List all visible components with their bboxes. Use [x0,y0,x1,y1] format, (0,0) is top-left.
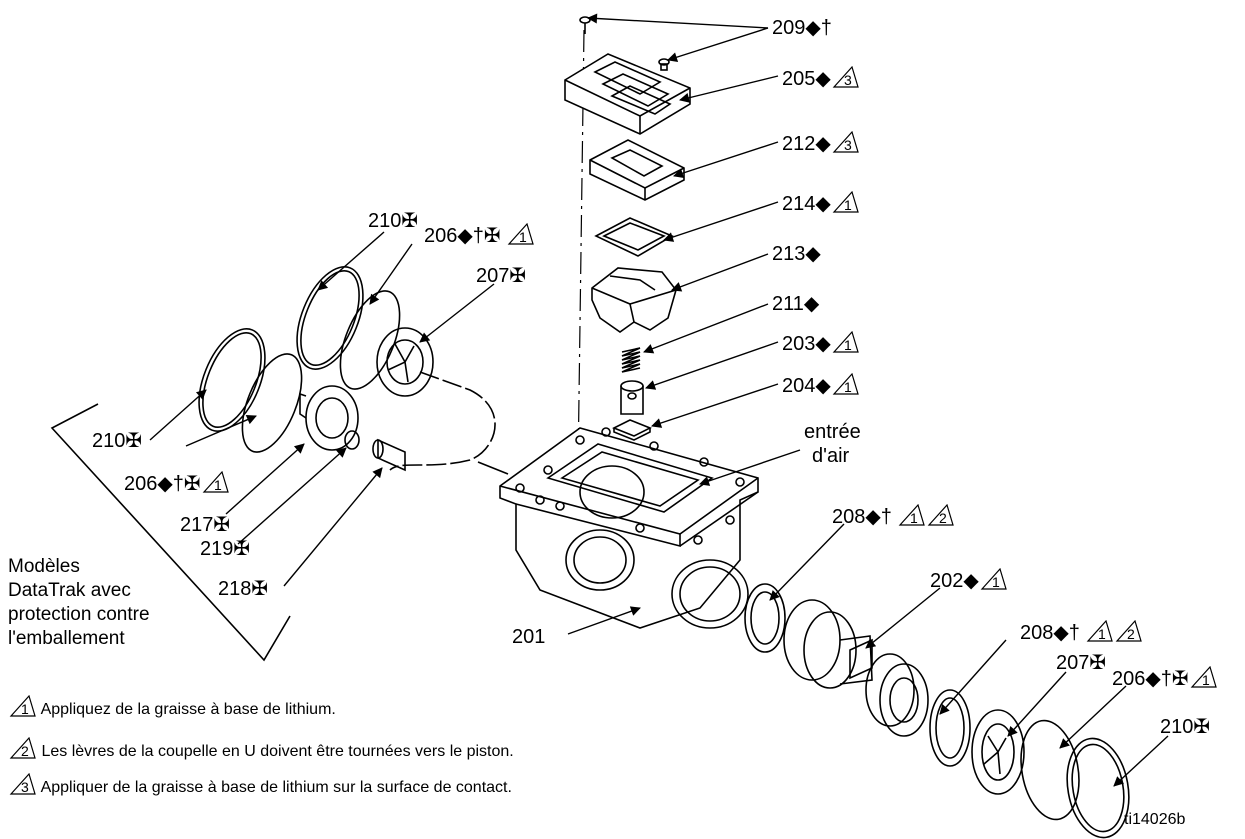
snap-ring-210-outer-left [198,328,266,432]
models-note-line: DataTrak avec [8,580,131,601]
housing-201 [499,427,759,629]
o-ring-219 [344,430,360,450]
valve-213 [591,267,677,333]
triangle-note-3-icon: 3 [832,131,859,153]
legend-item-3: 3 Appliquer de la graisse à base de lith… [8,773,512,798]
label-201: 201 [512,626,546,648]
figure-id: ti14026b [1124,811,1186,828]
o-ring-206-upper [339,290,401,390]
triangle-note-2-icon: 2 [1116,620,1143,642]
triangle-note-2-icon: 2 [9,737,36,759]
svg-text:1: 1 [844,379,852,395]
label-218: 218✠ [218,578,269,600]
label-202: 202◆1 [930,568,1008,592]
air-inlet-line-1: entrée [804,421,861,443]
svg-text:1: 1 [1098,626,1106,642]
triangle-note-1-icon: 1 [832,191,859,213]
label-206-upper: 206◆†✠ 1 [424,223,535,247]
svg-text:2: 2 [1127,626,1135,642]
triangle-note-3-icon: 3 [9,773,36,795]
cap-217 [299,385,359,451]
o-ring-206-left [241,353,303,453]
spring-211 [621,347,641,373]
triangle-note-1-icon: 1 [1087,620,1114,642]
legend-text: Les lèvres de la coupelle en U doivent ê… [41,743,514,760]
legend-item-2: 2 Les lèvres de la coupelle en U doivent… [8,737,514,762]
triangle-note-1-icon: 1 [899,504,926,526]
label-217: 217✠ [180,514,231,536]
label-203: 203◆1 [782,331,860,355]
u-cup-208-left [744,583,786,653]
label-210-right: 210✠ [1160,716,1211,738]
triangle-note-1-icon: 1 [1190,666,1217,688]
svg-text:2: 2 [939,510,947,526]
svg-text:1: 1 [21,701,29,717]
svg-text:1: 1 [844,197,852,213]
plate-204 [612,419,652,441]
label-207-right: 207✠ [1056,652,1107,674]
models-note: Modèles DataTrak avec protection contre … [8,555,150,651]
triangle-note-3-icon: 3 [832,66,859,88]
gasket-214 [594,217,674,257]
label-209: 209◆† [772,17,832,39]
label-212: 212◆3 [782,131,860,155]
label-219: 219✠ [200,538,251,560]
models-note-line: protection contre [8,604,150,625]
label-207-left: 207✠ [476,265,527,287]
triangle-note-1-icon: 1 [9,695,36,717]
o-ring-206-right [1020,719,1080,821]
svg-text:1: 1 [214,477,222,493]
label-211: 211◆ [772,293,820,315]
label-206-right: 206◆†✠1 [1112,666,1218,690]
pin-218 [372,438,406,472]
label-210-upper: 210✠ [368,210,419,232]
plate-205 [564,53,691,135]
snap-ring-210-inner-left [296,266,364,370]
models-note-line: Modèles [8,556,80,577]
gasket-212 [589,139,685,201]
models-note-line: l'emballement [8,628,125,649]
svg-text:1: 1 [519,229,527,245]
label-206-left: 206◆†✠1 [124,471,230,495]
air-inlet-line-2: d'air [812,445,850,467]
label-204: 204◆1 [782,373,860,397]
u-cup-208-right [929,689,971,767]
svg-text:1: 1 [910,510,918,526]
svg-text:1: 1 [844,337,852,353]
triangle-note-1-icon: 1 [832,373,859,395]
svg-text:1: 1 [1202,672,1210,688]
triangle-note-1-icon: 1 [832,331,859,353]
triangle-note-2-icon: 2 [928,504,955,526]
label-214: 214◆1 [782,191,860,215]
svg-text:3: 3 [21,779,29,795]
cap-207-right [971,709,1025,795]
legend-item-1: 1 Appliquez de la graisse à base de lith… [8,695,336,720]
label-air-inlet: entrée d'air [804,420,861,468]
svg-text:2: 2 [21,743,29,759]
svg-text:1: 1 [992,574,1000,590]
svg-text:3: 3 [844,137,852,153]
valve-203 [620,380,644,415]
triangle-note-1-icon: 1 [202,471,229,493]
piston-202 [783,599,929,737]
svg-text:3: 3 [844,72,852,88]
label-205: 205◆3 [782,66,860,90]
label-213: 213◆ [772,243,821,265]
triangle-note-1-icon: 1 [507,223,535,245]
legend-text: Appliquez de la graisse à base de lithiu… [40,701,336,718]
legend-text: Appliquer de la graisse à base de lithiu… [40,779,512,796]
label-210-left: 210✠ [92,430,143,452]
screw-209-left [579,16,591,34]
cap-207-left [376,327,434,397]
screw-209-right [658,58,670,71]
triangle-note-1-icon: 1 [980,568,1007,590]
